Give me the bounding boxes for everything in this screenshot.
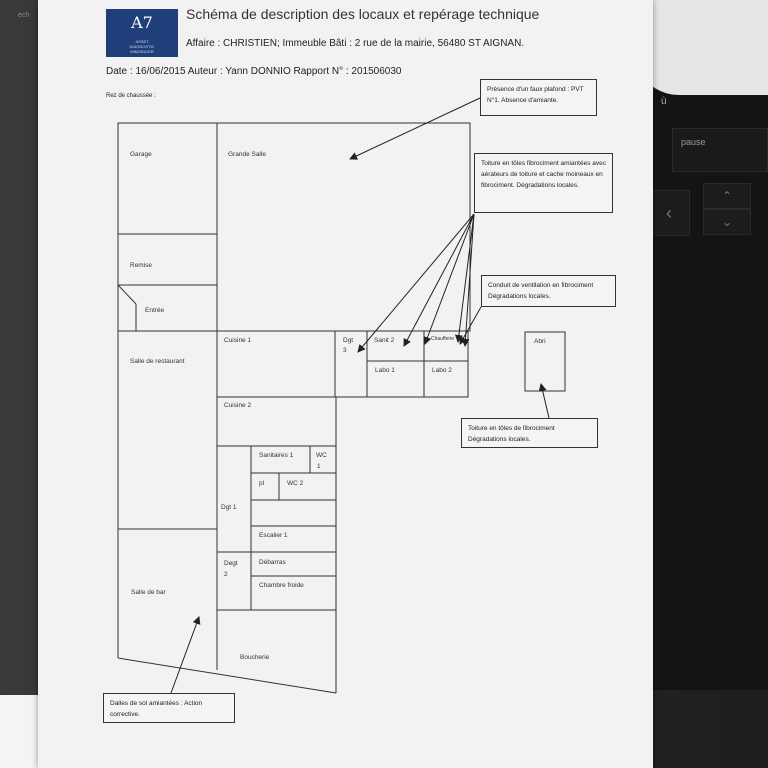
callout-dalles-de-sol: Dalles de sol amiantées : Action correct…: [103, 693, 235, 723]
wall-entree-diagonal: [117, 284, 137, 305]
room-salle-de-bar: Salle de bar: [131, 589, 166, 596]
room-labo-1: Labo 1: [375, 367, 395, 374]
keyboard-arrow-up-icon: ⌃: [703, 183, 751, 209]
arrow-toiture-3: [423, 213, 475, 345]
date-author-report-line: Date : 16/06/2015 Auteur : Yann DONNIO R…: [106, 66, 402, 77]
arrow-toiture-abri: [538, 383, 550, 419]
document-title: Schéma de description des locaux et repé…: [186, 6, 540, 22]
arrow-conduit: [459, 306, 482, 345]
room-entree: Entrée: [145, 307, 165, 314]
keyboard-arrow-down-icon: ⌄: [703, 209, 751, 235]
arrow-faux-plafond: [349, 97, 481, 160]
logo-mark: A7: [131, 13, 153, 32]
room-wc-1: WC: [316, 452, 327, 459]
upper-block-outline: [117, 122, 471, 332]
room-wc-1-number: 1: [317, 463, 321, 470]
room-debarras: Débarras: [259, 559, 286, 566]
room-chambre-froide: Chambre froide: [259, 582, 304, 589]
labo2-outline: [423, 360, 469, 398]
room-garage: Garage: [130, 151, 152, 158]
arrow-toiture-5: [461, 213, 475, 347]
room-wc-2: WC 2: [287, 480, 304, 487]
room-sanitaires-1: Sanitaires 1: [259, 452, 294, 459]
room-salle-restaurant: Salle de restaurant: [130, 358, 185, 365]
callout-toiture-abri: Toiture en tôles de fibrociment Dégradat…: [461, 418, 598, 448]
keyboard-key-u: ù: [661, 96, 667, 107]
room-dgt-1: Dgt 1: [221, 504, 237, 511]
arrow-dalles: [170, 616, 201, 694]
bottom-slanted-wall: [117, 657, 337, 694]
room-abri: Abri: [534, 338, 546, 345]
callout-faux-plafond: Présence d'un faux plafond : PVT N°1. Ab…: [480, 79, 597, 116]
room-escalier-1: Escalier 1: [259, 532, 288, 539]
document-sheet: [38, 0, 653, 768]
arrow-toiture-2: [403, 213, 475, 347]
room-dgt-3-number: 3: [343, 347, 347, 354]
room-labo-2: Labo 2: [432, 367, 452, 374]
company-logo: A7 ASSET DIAGNOSTIC IMMOBILIER: [106, 9, 178, 57]
sanit2-outline: [366, 330, 425, 362]
arrow-toiture-1: [357, 213, 475, 353]
logo-text: ASSET DIAGNOSTIC IMMOBILIER: [129, 39, 155, 54]
callout-toiture-fibrociment: Toiture en tôles fibrociment amiantées a…: [474, 153, 613, 213]
room-chaufferie: Chaufferie: [431, 336, 454, 342]
callout-conduit-ventilation: Conduit de ventilation en fibrociment Dé…: [481, 275, 616, 307]
room-sanit-2: Sanit 2: [374, 337, 395, 344]
room-dgt-2: Degt: [224, 560, 238, 567]
room-cuisine-1: Cuisine 1: [224, 337, 252, 344]
level-label: Rez de chaussée :: [106, 93, 156, 99]
keyboard-arrow-left-icon: ‹: [648, 190, 690, 236]
room-grande-salle: Grande Salle: [228, 151, 266, 158]
room-boucherie: Boucherie: [240, 654, 270, 661]
affaire-line: Affaire : CHRISTIEN; Immeuble Bâti : 2 r…: [186, 38, 525, 49]
arrow-toiture-4: [454, 213, 475, 343]
room-pl: pl: [259, 480, 265, 487]
room-remise: Remise: [130, 262, 153, 269]
room-dgt-3: Dgt: [343, 337, 354, 344]
room-cuisine-2: Cuisine 2: [224, 402, 252, 409]
bottom-left-paper: [0, 695, 45, 768]
background-corner-text: ech: [18, 12, 30, 19]
room-dgt-2-number: 2: [224, 571, 228, 578]
